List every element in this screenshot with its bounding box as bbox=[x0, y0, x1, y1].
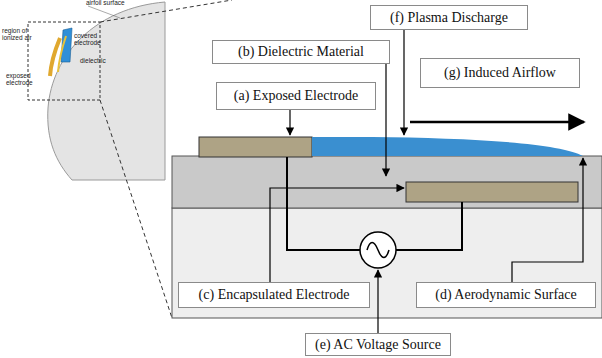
leader-arrow bbox=[403, 30, 404, 135]
leader-arrow bbox=[385, 64, 386, 176]
encapsulated-electrode bbox=[406, 182, 578, 202]
callout-box: (f) Plasma Discharge bbox=[370, 5, 528, 30]
callout-box: (e) AC Voltage Source bbox=[305, 333, 451, 356]
exposed-electrode bbox=[199, 137, 312, 157]
callout-box: (d) Aerodynamic Surface bbox=[416, 282, 596, 308]
callout-label: (d) Aerodynamic Surface bbox=[429, 287, 583, 303]
sine-symbol bbox=[367, 243, 389, 258]
leader-arrow bbox=[289, 110, 290, 135]
inset-label: region of ionized air bbox=[2, 28, 36, 42]
callout-label: (g) Induced Airflow bbox=[438, 65, 562, 81]
callout-label: (e) AC Voltage Source bbox=[309, 337, 447, 353]
callout-box: (c) Encapsulated Electrode bbox=[178, 282, 370, 308]
callout-box: (a) Exposed Electrode bbox=[216, 82, 376, 110]
leader-arrow bbox=[512, 158, 583, 282]
inset-label: exposed electrode bbox=[6, 73, 40, 87]
leader-line bbox=[88, 6, 120, 18]
inset-label: airfoil surface bbox=[86, 0, 146, 7]
wire bbox=[396, 202, 462, 250]
leader-arrow bbox=[377, 270, 378, 333]
inset-covered-electrode bbox=[58, 36, 66, 72]
airfoil-shape bbox=[48, 2, 165, 180]
zoom-line bbox=[100, 100, 172, 318]
inset-label: covered electrode bbox=[74, 33, 108, 47]
substrate-region bbox=[172, 208, 602, 318]
callout-label: (c) Encapsulated Electrode bbox=[193, 287, 356, 303]
airflow-arrow bbox=[410, 121, 584, 124]
ac-source-symbol bbox=[360, 232, 396, 268]
wire bbox=[287, 157, 360, 250]
callout-label: (b) Dielectric Material bbox=[232, 44, 370, 60]
callout-label: (f) Plasma Discharge bbox=[384, 10, 514, 26]
callout-box: (b) Dielectric Material bbox=[212, 40, 390, 64]
plasma-region bbox=[312, 137, 583, 156]
callout-box: (g) Induced Airflow bbox=[420, 58, 580, 88]
dielectric-layer bbox=[172, 156, 602, 208]
callout-label: (a) Exposed Electrode bbox=[228, 88, 364, 104]
leader-arrow bbox=[270, 188, 404, 282]
inset-label: dielectric bbox=[80, 58, 120, 65]
